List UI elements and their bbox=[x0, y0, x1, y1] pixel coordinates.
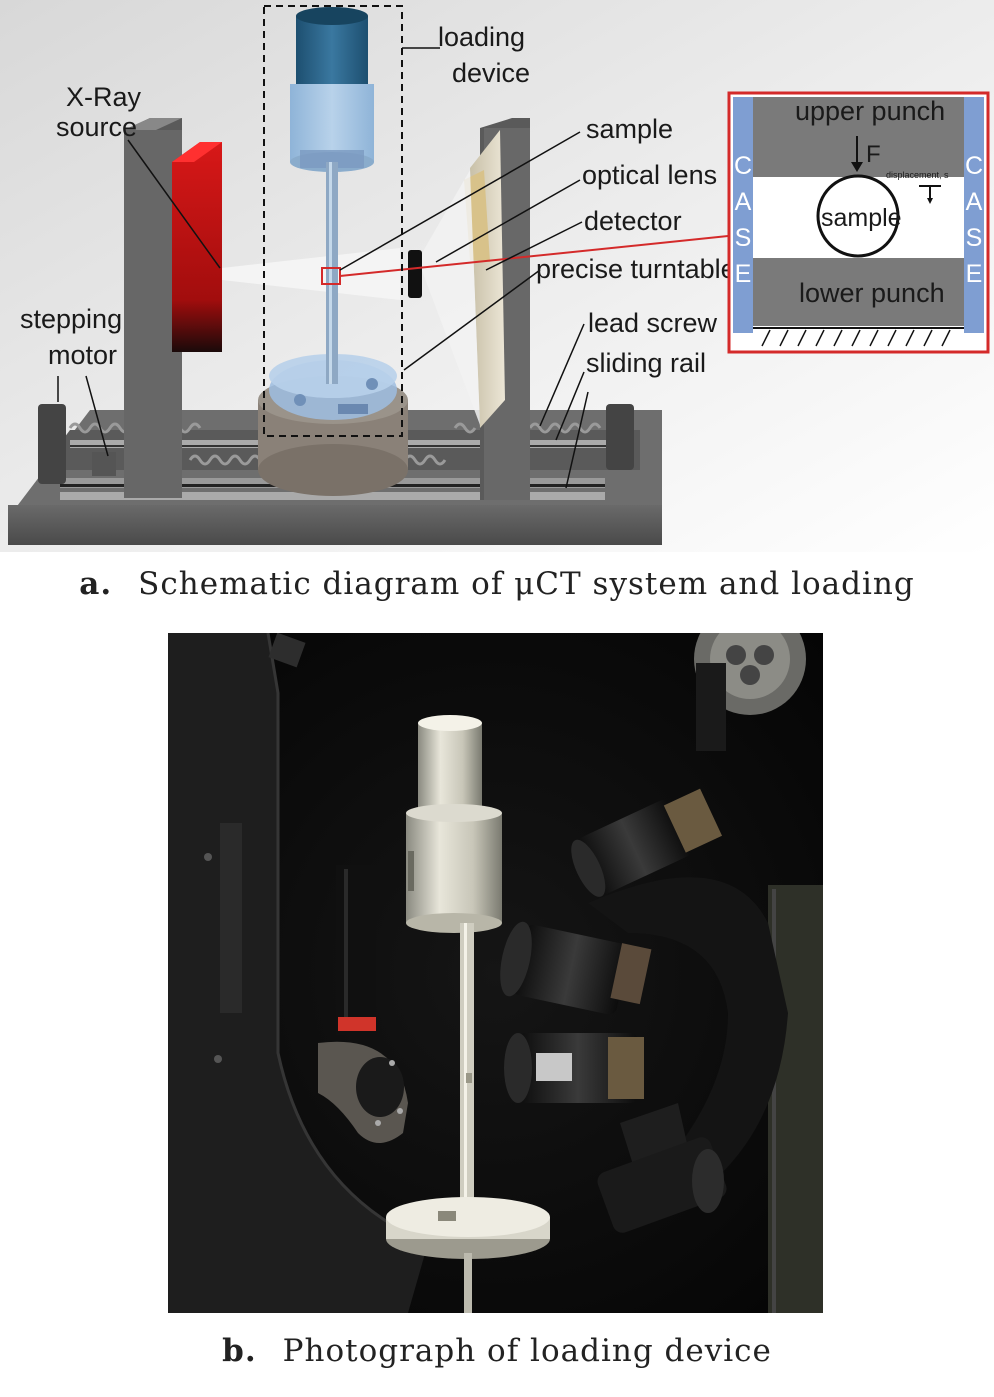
acrylic-base-disc bbox=[386, 1197, 550, 1259]
photograph-panel bbox=[168, 603, 823, 1313]
case-left-letter: A bbox=[735, 188, 752, 216]
label-lead-screw: lead screw bbox=[588, 308, 718, 338]
case-right-letter: E bbox=[966, 260, 983, 288]
xray-source bbox=[172, 142, 222, 352]
case-right-letter: S bbox=[966, 224, 983, 252]
lens-mount-ring bbox=[588, 877, 788, 1213]
label-displacement: displacement, s bbox=[886, 170, 949, 180]
label-force: F bbox=[866, 141, 881, 168]
caption-a-label: a. bbox=[79, 566, 113, 602]
label-stepping-1: stepping bbox=[20, 304, 122, 334]
loading-device-photo bbox=[168, 603, 823, 1313]
caption-a: a. Schematic diagram of μCT system and lo… bbox=[0, 566, 994, 602]
label-xray-2: source bbox=[56, 112, 137, 142]
label-loading-device-2: device bbox=[452, 58, 530, 88]
detector-box bbox=[768, 885, 823, 1313]
optical-lens-group bbox=[500, 788, 727, 1233]
schematic-diagram: loading device X-Ray source sample optic… bbox=[0, 0, 994, 552]
case-right-letter: C bbox=[965, 152, 983, 180]
label-sliding-rail: sliding rail bbox=[586, 348, 706, 378]
loading-cylinder bbox=[296, 16, 368, 96]
label-upper-punch: upper punch bbox=[795, 96, 945, 126]
caption-a-text: Schematic diagram of μCT system and load… bbox=[138, 566, 915, 602]
case-left-letter: C bbox=[734, 152, 752, 180]
xray-red-light bbox=[338, 1017, 376, 1031]
case-left-letter: S bbox=[735, 224, 752, 252]
caption-b-label: b. bbox=[222, 1333, 257, 1369]
optical-lens bbox=[408, 250, 422, 298]
label-lower-punch: lower punch bbox=[799, 278, 945, 308]
schematic-panel: loading device X-Ray source sample optic… bbox=[0, 0, 994, 552]
loading-device-box bbox=[263, 5, 403, 437]
label-loading-device-1: loading bbox=[438, 22, 525, 52]
case-right-letter: A bbox=[966, 188, 983, 216]
label-sample: sample bbox=[586, 114, 673, 144]
loading-housing bbox=[290, 84, 374, 162]
label-stepping-2: motor bbox=[48, 340, 117, 370]
case-left-letter: E bbox=[735, 260, 752, 288]
label-optical-lens: optical lens bbox=[582, 160, 717, 190]
label-detector: detector bbox=[584, 206, 682, 236]
lower-punch bbox=[753, 258, 964, 326]
caption-b-text: Photograph of loading device bbox=[282, 1333, 772, 1369]
force-arrow-icon bbox=[851, 162, 863, 172]
stepping-motor-right bbox=[606, 404, 634, 470]
case-left bbox=[733, 97, 753, 333]
case-right bbox=[964, 97, 984, 333]
stepping-motor-left bbox=[38, 404, 66, 484]
base-platform bbox=[8, 505, 662, 545]
label-xray-1: X-Ray bbox=[66, 82, 142, 112]
acrylic-loading-device bbox=[406, 715, 502, 933]
punch-inset: upper punch lower punch F displacement, … bbox=[727, 91, 990, 354]
label-inset-sample: sample bbox=[821, 204, 902, 232]
caption-b: b. Photograph of loading device bbox=[0, 1333, 994, 1369]
label-turntable: precise turntable bbox=[536, 254, 736, 284]
housing-left bbox=[168, 633, 428, 1313]
sample-circle bbox=[816, 174, 900, 258]
xray-source-block bbox=[336, 865, 376, 1035]
